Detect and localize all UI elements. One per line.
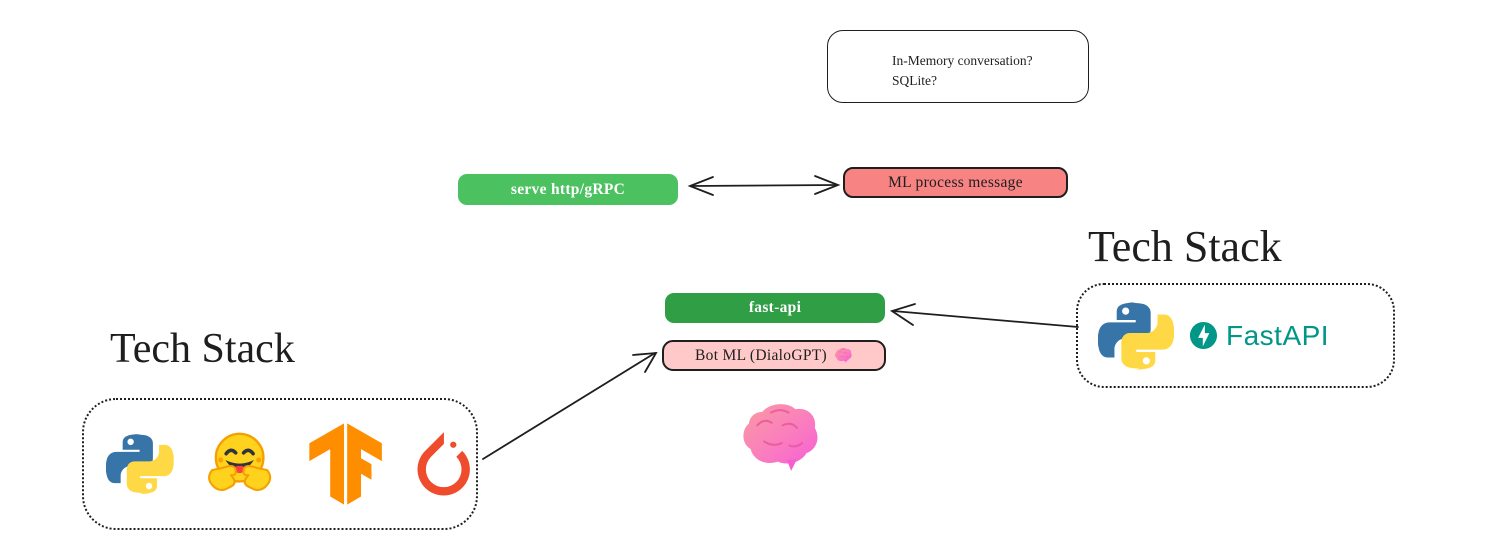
arrow-rightstack-fastapi[interactable] [889,303,1079,328]
node-bot-label: Bot ML (DialoGPT) [695,346,827,364]
node-fast-api[interactable]: fast-api [665,293,885,323]
note-text: In-Memory conversation? SQLite? [892,51,1033,91]
node-ml-label: ML process message [888,173,1023,191]
brain-icon[interactable] [737,400,825,476]
left-stack-box[interactable] [82,398,478,530]
brain-icon [834,347,853,364]
pytorch-icon [412,430,476,498]
arrow-leftstack-botml[interactable] [482,351,658,460]
node-fastapi-label: fast-api [748,299,802,316]
python-icon [106,428,174,500]
fastapi-wordmark: FastAPI [1226,319,1330,351]
huggingface-icon [200,422,279,506]
left-stack-title[interactable]: Tech Stack [110,326,295,372]
note-line-2: SQLite? [892,73,937,88]
node-serve-label: serve http/gRPC [510,180,626,198]
right-stack-box[interactable]: FastAPI [1076,283,1395,388]
fastapi-brand: FastAPI [1190,320,1329,352]
tensorflow-icon [305,421,386,507]
python-icon [1098,297,1174,375]
node-ml-process-message[interactable]: ML process message [843,167,1068,198]
right-stack-title[interactable]: Tech Stack [1088,222,1282,271]
node-serve-http-grpc[interactable]: serve http/gRPC [458,174,678,205]
arrow-serve-mlprocess[interactable] [687,175,841,196]
fastapi-icon [1190,322,1217,349]
note-box[interactable]: In-Memory conversation? SQLite? [827,30,1089,103]
node-bot-ml-dialogpt[interactable]: Bot ML (DialoGPT) [662,340,886,371]
note-line-1: In-Memory conversation? [892,53,1033,68]
